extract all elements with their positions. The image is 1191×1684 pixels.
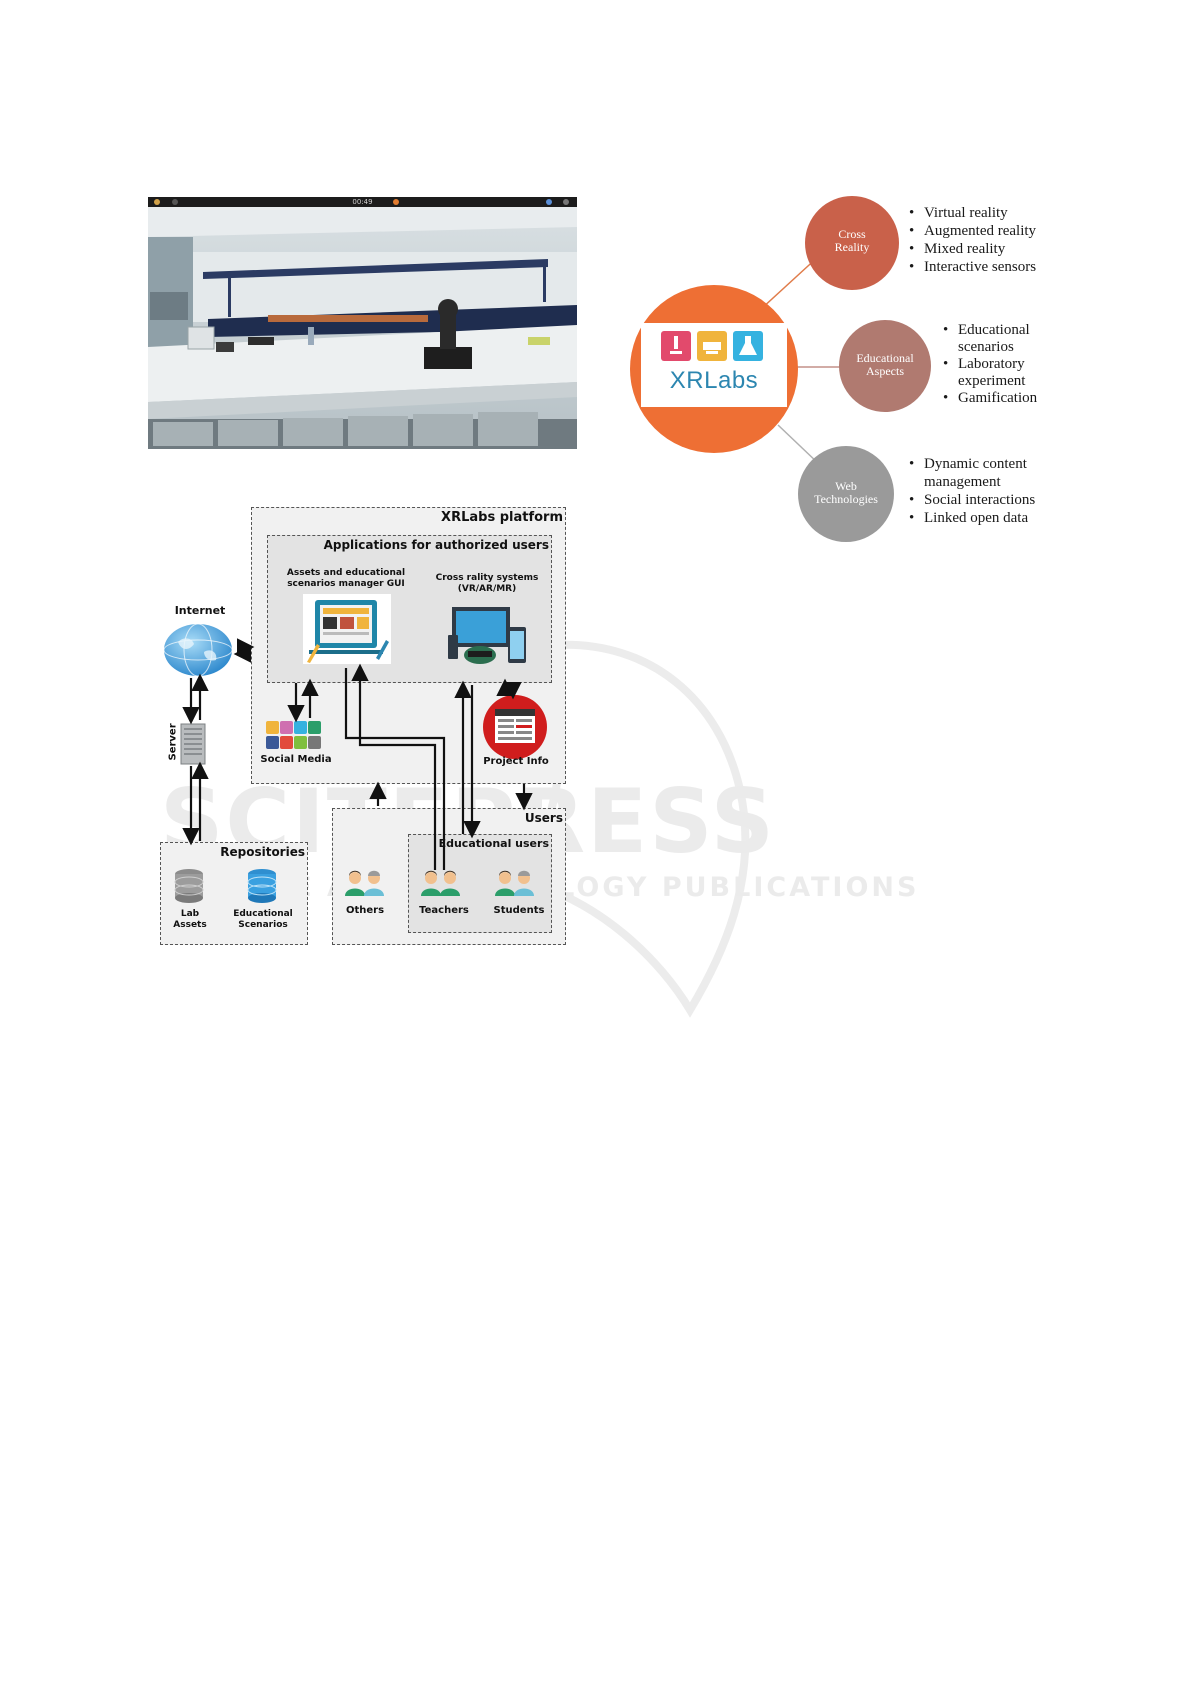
flask-icon (733, 331, 763, 361)
students-label: Students (493, 905, 545, 916)
label-line: Assets (173, 920, 207, 930)
others-label: Others (345, 905, 385, 916)
label-line: Cross rality systems (435, 573, 539, 583)
list-item: Interactive sensors (909, 258, 1059, 276)
node-title-line: Web (835, 479, 857, 493)
xr-systems-label: Cross rality systems (VR/AR/MR) (425, 573, 549, 595)
node-title-line: Aspects (866, 364, 904, 378)
hotplate-icon (697, 331, 727, 361)
vr-lab-scene (148, 207, 577, 449)
list-item: Dynamic content management (909, 455, 1049, 491)
apps-title: Applications for authorized users (323, 538, 549, 552)
project-info-icon (483, 695, 547, 759)
lab-assets-db-icon (174, 869, 204, 903)
manager-gui-label: Assets and educational scenarios manager… (281, 568, 411, 590)
label-line: (VR/AR/MR) (457, 584, 517, 594)
educational-scenarios-label: Educational Scenarios (227, 909, 299, 931)
manager-gui-icon (303, 594, 391, 664)
xrlabs-logo: XRLabs (641, 323, 787, 407)
educational-users-title: Educational users (438, 837, 549, 850)
vr-lab-screenshot: 00:49 (148, 197, 577, 449)
list-item: Linked open data (909, 509, 1049, 527)
web-technologies-list: Dynamic content management Social intera… (909, 455, 1049, 527)
social-media-icons (266, 721, 322, 751)
os-topbar (148, 197, 577, 207)
node-title-line: Cross (838, 227, 866, 241)
internet-label: Internet (174, 604, 226, 617)
label-line: scenarios manager GUI (287, 579, 405, 589)
label-line: Scenarios (238, 920, 288, 930)
label-line: Educational (233, 909, 293, 919)
educational-scenarios-db-icon (247, 869, 277, 903)
teachers-label: Teachers (419, 905, 469, 916)
educational-aspects-list: Educational scenarios Laboratory experim… (943, 322, 1043, 407)
lab-assets-label: Lab Assets (165, 909, 215, 931)
node-title-line: Technologies (814, 492, 878, 506)
list-item: Virtual reality (909, 204, 1059, 222)
node-cross-reality: Cross Reality (805, 196, 899, 290)
logo-text: XRLabs (669, 367, 759, 394)
repositories-title: Repositories (220, 845, 305, 859)
label-line: Assets and educational (286, 568, 406, 578)
list-item: Educational scenarios (943, 322, 1043, 356)
microscope-icon (661, 331, 691, 361)
project-info-label: Project Info (483, 756, 549, 767)
list-item: Mixed reality (909, 240, 1059, 258)
label-line: Lab (180, 909, 200, 919)
clock-readout: 00:49 (352, 198, 373, 206)
cross-reality-list: Virtual reality Augmented reality Mixed … (909, 204, 1059, 276)
social-media-label: Social Media (260, 754, 332, 765)
xr-devices-icon (448, 605, 528, 667)
platform-title: XRLabs platform (441, 510, 563, 525)
node-educational-aspects: Educational Aspects (839, 320, 931, 412)
node-title-line: Reality (834, 240, 870, 254)
node-web-technologies: Web Technologies (798, 446, 894, 542)
list-item: Laboratory experiment (943, 356, 1043, 390)
server-icon (180, 723, 206, 765)
node-title-line: Educational (856, 351, 914, 365)
list-item: Gamification (943, 390, 1043, 407)
users-title: Users (524, 811, 563, 825)
list-item: Augmented reality (909, 222, 1059, 240)
list-item: Social interactions (909, 491, 1049, 509)
